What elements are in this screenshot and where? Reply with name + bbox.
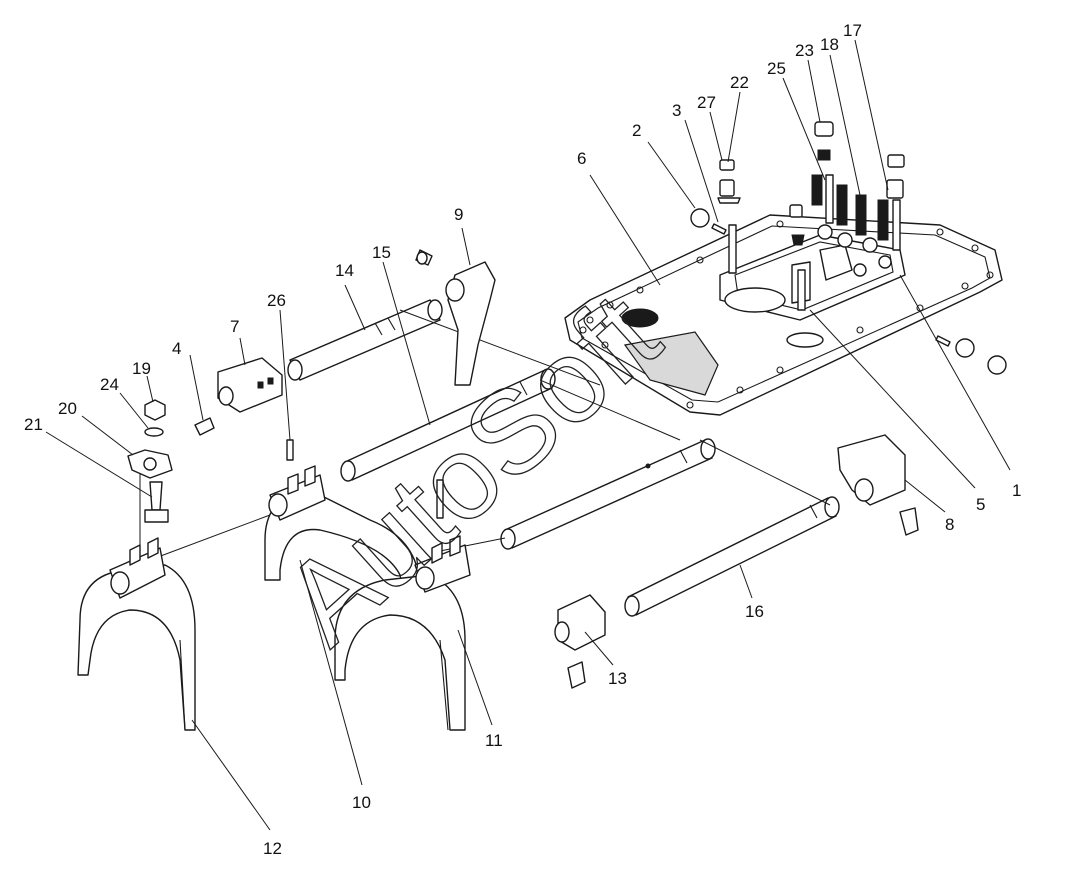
callout-17: 17 bbox=[843, 21, 862, 40]
callout-23: 23 bbox=[795, 41, 814, 60]
callout-21: 21 bbox=[24, 415, 43, 434]
callout-27: 27 bbox=[697, 93, 716, 112]
callout-10: 10 bbox=[352, 793, 371, 812]
shift-rod-14 bbox=[287, 299, 443, 381]
callout-19: 19 bbox=[132, 359, 151, 378]
nut-washer-bracket-assembly bbox=[127, 399, 173, 523]
callout-1: 1 bbox=[1012, 481, 1021, 500]
callout-12: 12 bbox=[263, 839, 282, 858]
callout-4: 4 bbox=[172, 339, 181, 358]
callout-7: 7 bbox=[230, 317, 239, 336]
callout-13: 13 bbox=[608, 669, 627, 688]
shift-lever-9 bbox=[415, 249, 496, 386]
shift-rod-15 bbox=[340, 368, 556, 482]
callout-14: 14 bbox=[335, 261, 354, 280]
callout-6: 6 bbox=[577, 149, 586, 168]
callout-11: 11 bbox=[485, 731, 503, 750]
callout-26: 26 bbox=[267, 291, 286, 310]
shift-rod-16 bbox=[624, 496, 840, 617]
cover-studs-and-nuts bbox=[717, 121, 905, 311]
assembly-lines bbox=[139, 309, 831, 561]
callout-5: 5 bbox=[976, 495, 985, 514]
callout-24: 24 bbox=[100, 375, 119, 394]
shift-fork-11 bbox=[334, 535, 471, 731]
o-rings bbox=[690, 208, 1007, 375]
callout-labels: 1 2 3 4 5 6 7 8 9 10 11 12 13 14 15 16 1… bbox=[24, 21, 1021, 858]
callout-9: 9 bbox=[454, 205, 463, 224]
selector-block-7 bbox=[217, 357, 283, 413]
callout-18: 18 bbox=[820, 35, 839, 54]
callout-8: 8 bbox=[945, 515, 954, 534]
callout-leaders bbox=[45, 39, 1011, 831]
bolt-4 bbox=[194, 417, 215, 436]
selector-block-13 bbox=[554, 594, 606, 689]
selector-block-8 bbox=[837, 434, 919, 536]
callout-15: 15 bbox=[372, 243, 391, 262]
callout-25: 25 bbox=[767, 59, 786, 78]
callout-20: 20 bbox=[58, 399, 77, 418]
callout-22: 22 bbox=[730, 73, 749, 92]
callout-16: 16 bbox=[745, 602, 764, 621]
callout-3: 3 bbox=[672, 101, 681, 120]
cover-plate bbox=[564, 214, 1003, 416]
callout-2: 2 bbox=[632, 121, 641, 140]
shift-fork-12 bbox=[77, 537, 196, 731]
